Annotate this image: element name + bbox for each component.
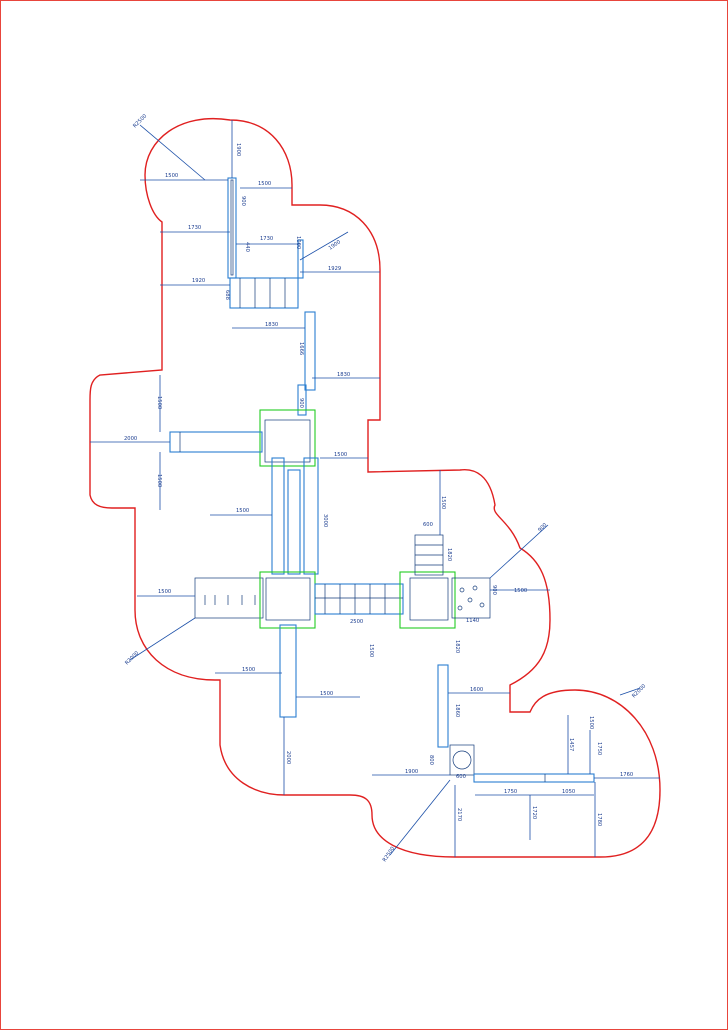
platform-lower — [265, 577, 311, 621]
dim-h3000: 3000 — [322, 514, 328, 527]
lower-slide — [279, 624, 297, 718]
dim-h1820b: 1820 — [454, 640, 460, 653]
dim-r2000: R2000 — [124, 650, 140, 666]
dim-h1720: 1720 — [531, 806, 537, 819]
dim-1900: 1900 — [405, 769, 418, 775]
dim-1730a: 1730 — [188, 225, 201, 231]
central-slide — [271, 457, 285, 575]
dim-600: 600 — [423, 522, 433, 528]
dim-h1000: 1000 — [295, 236, 301, 249]
dim-h1500c: 1500 — [440, 496, 446, 509]
dim-r-top: R2500 — [132, 113, 148, 129]
dim-h1860: 1860 — [454, 704, 460, 717]
dim-1600: 1600 — [470, 687, 483, 693]
dim-1920: 1920 — [192, 278, 205, 284]
dim-1500e: 1500 — [242, 667, 255, 673]
dim-top-h2: 900 — [240, 196, 246, 206]
dim-h1500d: 1500 — [368, 644, 374, 657]
dim-h1750: 1750 — [596, 742, 602, 755]
dim-h688: 688 — [224, 290, 230, 300]
small-tower — [449, 744, 475, 776]
beam-right — [473, 773, 595, 783]
central-slide-2 — [287, 469, 301, 575]
dim-h2000: 2000 — [285, 751, 291, 764]
dim-1500f: 1500 — [320, 691, 333, 697]
dim-1050: 1050 — [562, 789, 575, 795]
dim-top-h1: 1900 — [235, 143, 241, 156]
dim-h1500e: 1500 — [588, 716, 594, 729]
platform-upper — [264, 419, 311, 463]
dim-1760: 1760 — [620, 772, 633, 778]
net-bridge — [314, 583, 404, 615]
dim-h1780: 1780 — [596, 813, 602, 826]
dim-r2000b: R2000 — [631, 683, 647, 699]
slide-upper — [304, 311, 316, 391]
dim-r2500b: R2500 — [382, 846, 397, 863]
dim-h1500a: 1500 — [156, 396, 162, 409]
dim-1830: 1830 — [265, 322, 278, 328]
dim-h1666: 1666 — [298, 342, 304, 355]
dim-2000: 2000 — [124, 436, 137, 442]
dimension-lines — [90, 120, 660, 857]
dim-1500c: 1500 — [158, 589, 171, 595]
climbing-wall — [451, 577, 491, 619]
platform-lower-green — [259, 571, 316, 629]
dim-h900b: 900 — [491, 585, 497, 595]
dim-2500: 2500 — [350, 619, 363, 625]
right-slide — [437, 664, 449, 748]
dim-h900: 900 — [298, 398, 304, 408]
dim-h800: 800 — [428, 755, 434, 765]
platform-right — [409, 577, 449, 621]
dim-h1457: 1457 — [568, 738, 574, 751]
dim-r1900: 1900 — [328, 239, 342, 251]
safety-zone-outline — [89, 118, 661, 858]
dim-1830b: 1830 — [337, 372, 350, 378]
post-upper — [297, 384, 307, 416]
dim-top-w2: 1500 — [258, 181, 271, 187]
dim-h440: 440 — [244, 242, 250, 252]
dim-600b: 600 — [456, 774, 466, 780]
dim-1750: 1750 — [504, 789, 517, 795]
dim-h2170: 2170 — [456, 808, 462, 821]
dim-1500a: 1500 — [236, 508, 249, 514]
platform-right-green — [399, 571, 456, 629]
platform-upper-green — [259, 409, 316, 467]
dim-h1500b: 1500 — [156, 474, 162, 487]
left-arm — [169, 431, 263, 453]
central-ladder — [303, 457, 319, 575]
dim-h1820: 1820 — [446, 548, 452, 561]
dim-1929: 1929 — [328, 266, 341, 272]
dim-1500d: 1500 — [514, 588, 527, 594]
dim-top-w1: 1500 — [165, 173, 178, 179]
dim-1140: 1140 — [466, 618, 479, 624]
dim-1730b: 1730 — [260, 236, 273, 242]
dim-r900: 900 — [537, 522, 548, 533]
dim-1500b: 1500 — [334, 452, 347, 458]
left-panel — [194, 577, 264, 619]
